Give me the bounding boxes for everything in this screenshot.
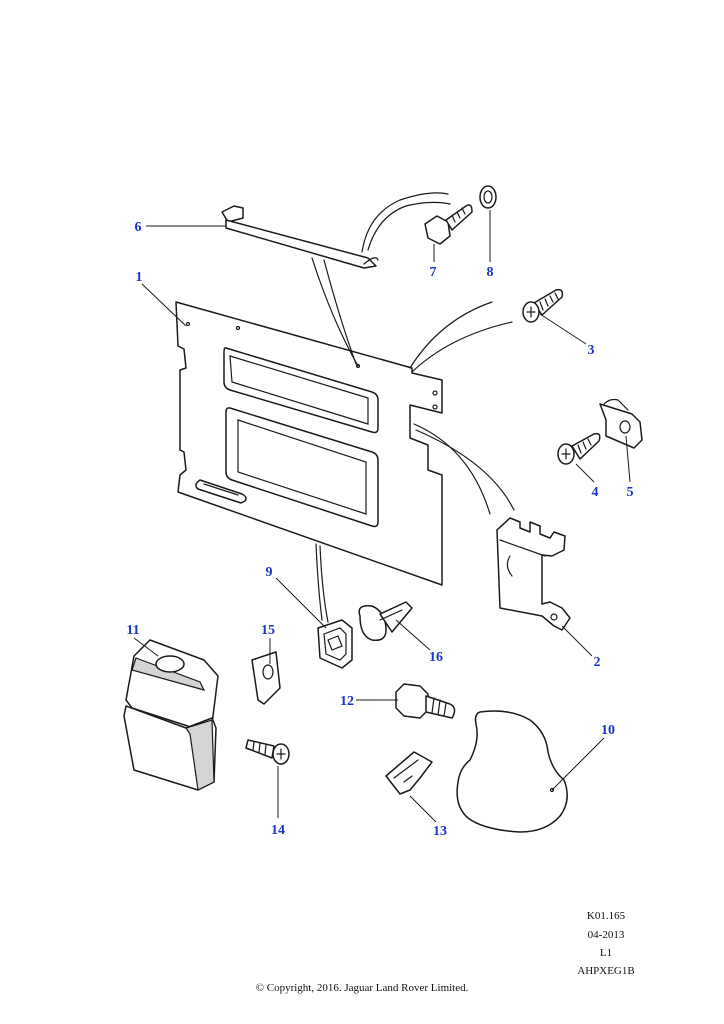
callout-leaders bbox=[133, 210, 631, 823]
ref-part-code: AHPXEG1B bbox=[577, 965, 635, 977]
clip-nut-part-15 bbox=[251, 651, 281, 705]
callout-12[interactable]: 12 bbox=[340, 694, 354, 709]
callout-1[interactable]: 1 bbox=[136, 270, 143, 285]
clip-part-13 bbox=[385, 751, 433, 795]
callout-16[interactable]: 16 bbox=[429, 650, 443, 665]
callout-2[interactable]: 2 bbox=[594, 655, 601, 670]
callout-15[interactable]: 15 bbox=[261, 623, 275, 638]
callout-13[interactable]: 13 bbox=[433, 824, 447, 839]
cover-part-11 bbox=[123, 639, 219, 791]
copyright-notice: © Copyright, 2016. Jaguar Land Rover Lim… bbox=[255, 982, 469, 994]
callout-6[interactable]: 6 bbox=[135, 220, 142, 235]
ref-code: K01.165 bbox=[586, 910, 626, 922]
callout-7[interactable]: 7 bbox=[430, 265, 437, 280]
panel-part-1 bbox=[175, 301, 443, 586]
association-lines bbox=[311, 192, 515, 623]
seal-part-10 bbox=[456, 710, 568, 833]
callout-10[interactable]: 10 bbox=[601, 723, 615, 738]
ref-date: 04-2013 bbox=[587, 929, 625, 941]
callout-3[interactable]: 3 bbox=[588, 343, 595, 358]
bolt-part-7 bbox=[424, 204, 473, 245]
rod-part-6 bbox=[221, 205, 379, 269]
grommet-part-9 bbox=[317, 619, 353, 669]
callout-4[interactable]: 4 bbox=[592, 485, 599, 500]
callout-5[interactable]: 5 bbox=[627, 485, 634, 500]
bolt-part-12 bbox=[395, 683, 456, 719]
callout-14[interactable]: 14 bbox=[271, 823, 285, 838]
screw-part-3 bbox=[522, 288, 564, 323]
washer-part-8 bbox=[479, 185, 497, 209]
bracket-part-2 bbox=[496, 517, 571, 631]
callout-9[interactable]: 9 bbox=[266, 565, 273, 580]
callout-11[interactable]: 11 bbox=[126, 623, 139, 638]
rivet-part-16 bbox=[358, 601, 413, 642]
clip-nut-part-5 bbox=[599, 398, 643, 449]
screw-part-14 bbox=[245, 739, 290, 765]
callout-8[interactable]: 8 bbox=[487, 265, 494, 280]
screw-part-4 bbox=[557, 432, 601, 465]
ref-level: L1 bbox=[599, 947, 613, 959]
